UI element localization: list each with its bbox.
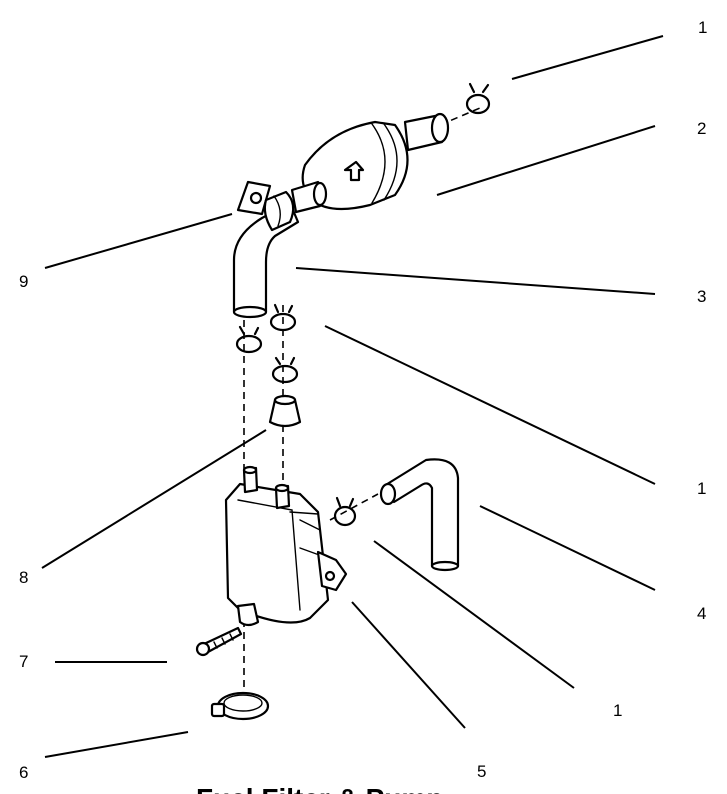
callout-4: 4 [697,604,706,623]
callout-8: 8 [19,568,28,587]
leader-lines [41,35,664,758]
callout-9: 9 [19,272,28,291]
fuel-filter-icon [290,112,450,214]
leader-4 [479,505,656,591]
hose-clamp-right-lower-icon [271,356,299,384]
hose-clamp-right-upper-icon [269,303,297,332]
fuel-pump-icon [224,465,348,627]
callout-7: 7 [19,652,28,671]
mounting-screw-icon [195,626,243,657]
band-clamp-icon [210,691,270,721]
hose-clamp-side-icon [333,496,357,527]
callout-2: 2 [697,119,706,138]
callout-5: 5 [477,762,486,781]
callout-1-top: 1 [698,18,707,37]
leader-2 [436,125,656,196]
port-cap-icon [268,394,302,428]
axis-side-port [329,493,379,521]
mounting-bracket-icon [236,180,272,216]
leader-1-low [373,540,575,689]
leader-5 [351,601,466,729]
axis-filter-outlet [439,107,481,126]
callout-3: 3 [697,287,706,306]
callout-6: 6 [19,763,28,782]
leader-9 [44,213,233,269]
elbow-hose-top-icon [232,190,300,319]
diagram-caption: Fuel Filter & Pump [196,783,443,794]
hose-clamp-left-icon [235,325,263,354]
callout-1-mid: 1 [697,479,706,498]
leader-6 [44,731,189,758]
hose-clamp-top-icon [465,82,491,115]
leader-8 [41,429,267,569]
assembly-lines [243,107,481,690]
leader-1-mid [324,325,656,485]
elbow-hose-right-icon [379,458,460,572]
callout-1-low: 1 [613,701,622,720]
leader-3 [295,267,656,295]
callout-labels: 1 2 3 1 4 1 5 6 7 8 9 [19,18,707,782]
leader-1-top [511,35,664,80]
